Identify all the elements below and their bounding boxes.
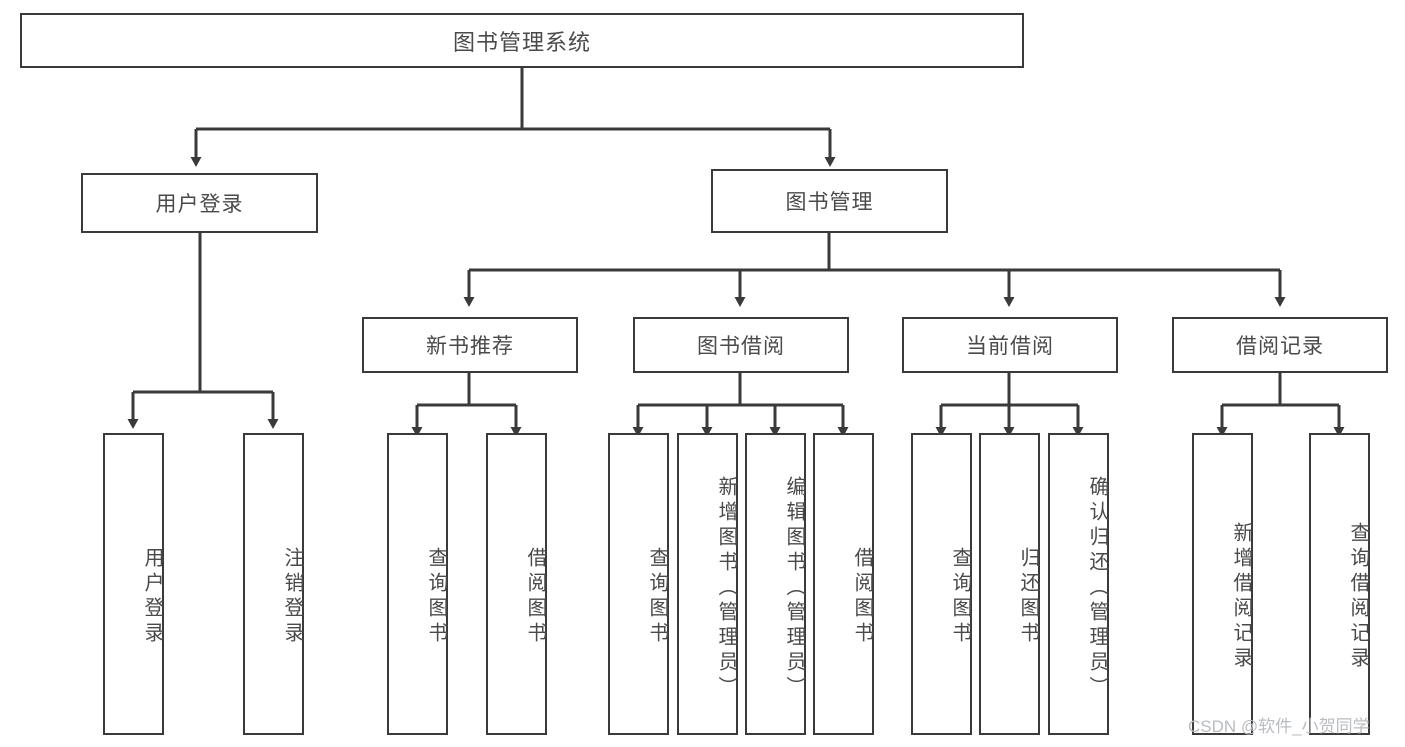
- leaf-add-borrow-record[interactable]: 新增借阅记录: [1192, 433, 1253, 735]
- node-current-borrow[interactable]: 当前借阅: [902, 317, 1118, 373]
- node-root-system[interactable]: 图书管理系统: [20, 13, 1024, 68]
- node-book-borrow[interactable]: 图书借阅: [633, 317, 849, 373]
- node-new-book-recommend[interactable]: 新书推荐: [362, 317, 578, 373]
- leaf-borrow-book-recommend[interactable]: 借阅图书: [486, 433, 547, 735]
- leaf-query-borrow-record[interactable]: 查询借阅记录: [1309, 433, 1370, 735]
- leaf-add-book-admin[interactable]: 新增图书（管理员）: [677, 433, 738, 735]
- node-borrow-record[interactable]: 借阅记录: [1172, 317, 1388, 373]
- csdn-watermark: CSDN @软件_小贺同学: [1188, 717, 1370, 736]
- leaf-return-book[interactable]: 归还图书: [979, 433, 1040, 735]
- leaf-query-book-borrow[interactable]: 查询图书: [608, 433, 669, 735]
- leaf-edit-book-admin[interactable]: 编辑图书（管理员）: [745, 433, 806, 735]
- leaf-logout[interactable]: 注销登录: [243, 433, 304, 735]
- leaf-query-book-current[interactable]: 查询图书: [911, 433, 972, 735]
- leaf-user-login[interactable]: 用户登录: [103, 433, 164, 735]
- leaf-borrow-book[interactable]: 借阅图书: [813, 433, 874, 735]
- leaf-query-book-recommend[interactable]: 查询图书: [387, 433, 448, 735]
- node-book-management[interactable]: 图书管理: [711, 169, 948, 233]
- leaf-confirm-return-admin[interactable]: 确认归还（管理员）: [1048, 433, 1109, 735]
- node-user-login[interactable]: 用户登录: [81, 173, 318, 233]
